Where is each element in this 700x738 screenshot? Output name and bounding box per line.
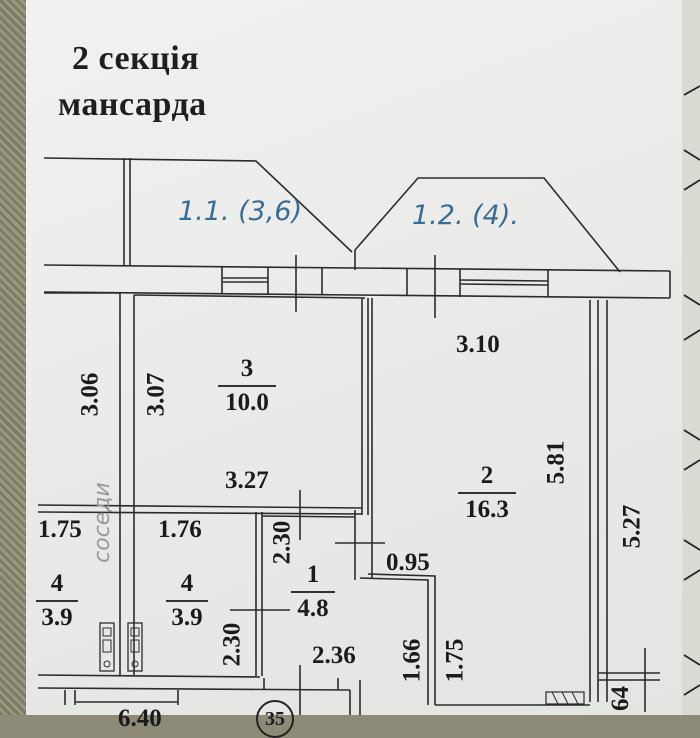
room-1-label: 1 4.8 bbox=[288, 562, 338, 621]
room-1-divider bbox=[291, 591, 335, 593]
room-2-number: 2 bbox=[480, 462, 494, 489]
dim-1-75-right: 1.75 bbox=[441, 638, 469, 683]
dim-6-40: 6.40 bbox=[118, 705, 162, 732]
dim-3-27: 3.27 bbox=[225, 467, 269, 494]
room-3-area: 10.0 bbox=[225, 388, 269, 416]
balcony-label-1-2: 1.2. (4). bbox=[412, 200, 519, 231]
dim-2-30-upper: 2.30 bbox=[268, 520, 296, 565]
balcony-label-1-1: 1.1. (3,6) bbox=[178, 196, 303, 227]
room-3-label: 3 10.0 bbox=[216, 356, 278, 415]
room-4a-number: 4 bbox=[50, 570, 64, 597]
room-4a-label: 4 3.9 bbox=[34, 571, 80, 630]
dim-64: 64 bbox=[607, 686, 634, 711]
background-carpet bbox=[0, 0, 26, 715]
room-4b-label: 4 3.9 bbox=[164, 571, 210, 630]
room-4b-divider bbox=[166, 600, 208, 602]
room-2-divider bbox=[458, 492, 516, 494]
dim-1-66: 1.66 bbox=[398, 638, 426, 683]
dim-3-10: 3.10 bbox=[456, 331, 500, 358]
dim-1-76: 1.76 bbox=[158, 516, 202, 543]
dim-0-95: 0.95 bbox=[386, 549, 430, 576]
dim-3-07: 3.07 bbox=[142, 372, 170, 417]
circled-marker: 35 bbox=[256, 700, 294, 738]
page-title-line1: 2 секція bbox=[72, 40, 200, 77]
room-1-area: 4.8 bbox=[297, 594, 329, 622]
background-right-edge bbox=[682, 0, 700, 715]
room-3-number: 3 bbox=[240, 355, 254, 382]
dim-3-06: 3.06 bbox=[76, 372, 104, 417]
room-4b-number: 4 bbox=[180, 570, 194, 597]
dim-5-81: 5.81 bbox=[542, 440, 570, 485]
room-3-divider bbox=[218, 385, 276, 387]
dim-2-36: 2.36 bbox=[312, 642, 356, 669]
room-4a-divider bbox=[36, 600, 78, 602]
page-title-line2: мансарда bbox=[58, 86, 207, 123]
dim-2-30-lower: 2.30 bbox=[218, 622, 246, 667]
dim-5-27: 5.27 bbox=[618, 504, 646, 549]
room-4b-area: 3.9 bbox=[171, 603, 203, 631]
room-1-number: 1 bbox=[306, 561, 320, 588]
floor-plan-linework bbox=[37, 85, 700, 715]
room-2-label: 2 16.3 bbox=[456, 463, 518, 522]
room-4a-area: 3.9 bbox=[41, 603, 73, 631]
floor-plan-sheet bbox=[26, 0, 682, 715]
dim-1-75-left: 1.75 bbox=[38, 516, 82, 543]
neighbors-pencil-note: соседи bbox=[89, 482, 115, 563]
room-2-area: 16.3 bbox=[465, 495, 509, 523]
